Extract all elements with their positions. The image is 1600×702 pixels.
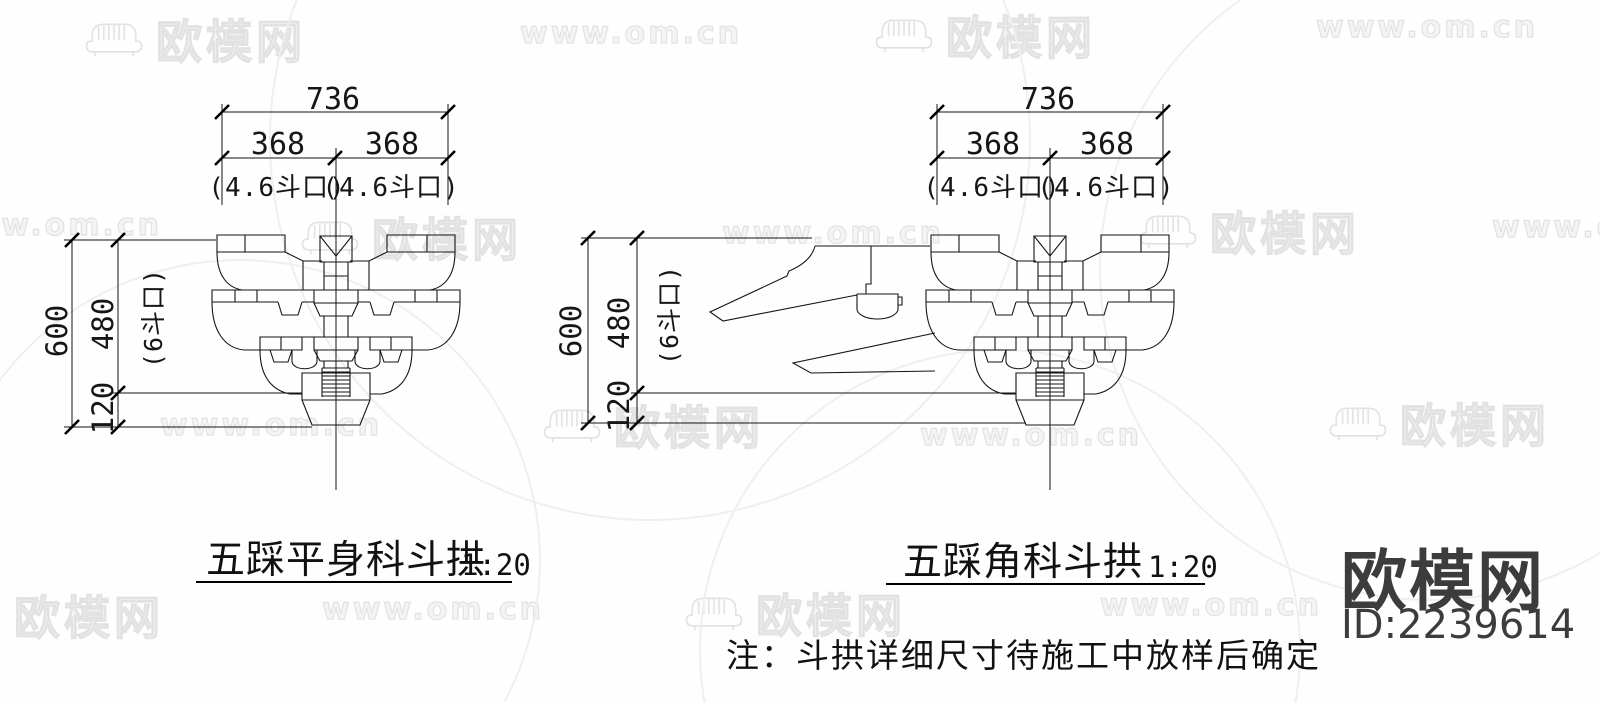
dim-lower-height-right: 120 (602, 379, 636, 433)
drawing-scale-right: 1:20 (1148, 550, 1218, 584)
dimension-ticks (64, 104, 1171, 435)
dim-height-note-left: (6斗口) (139, 267, 168, 369)
dim-note-left-2: (4.6斗口) (322, 173, 460, 203)
dim-upper-height-right: 480 (602, 296, 636, 350)
drawing-scale-left: 1:20 (461, 548, 531, 582)
dim-upper-height-left: 480 (86, 297, 120, 351)
dim-total-width-right: 736 (1020, 82, 1076, 117)
dim-note-left-1: (4.6斗口) (208, 173, 346, 203)
drawing-title-right: 五踩角科斗拱 (903, 540, 1144, 585)
dim-note-right-2: (4.6斗口) (1037, 173, 1175, 203)
drawing-title-left: 五踩平身科斗拱 (206, 538, 487, 583)
dim-half-width-right-1: 368 (965, 127, 1021, 162)
title-underlines (196, 581, 1205, 585)
dim-total-width-left: 736 (305, 82, 361, 117)
dim-lower-height-left: 120 (86, 381, 120, 435)
site-id: ID:2239614 (1341, 602, 1576, 648)
site-logo: 欧模网 (1341, 543, 1545, 620)
dim-total-height-right: 600 (554, 304, 588, 358)
dim-height-note-right: (6斗口) (655, 264, 684, 366)
dim-half-width-left-1: 368 (250, 127, 306, 162)
dim-total-height-left: 600 (40, 304, 74, 358)
corner-beams (708, 245, 936, 374)
dimension-lines-right (581, 104, 1164, 424)
dim-half-width-right-2: 368 (1079, 127, 1135, 162)
construction-note: 注：斗拱详细尺寸待施工中放样后确定 (726, 636, 1321, 675)
dim-half-width-left-2: 368 (364, 127, 420, 162)
dim-note-right-1: (4.6斗口) (923, 173, 1061, 203)
